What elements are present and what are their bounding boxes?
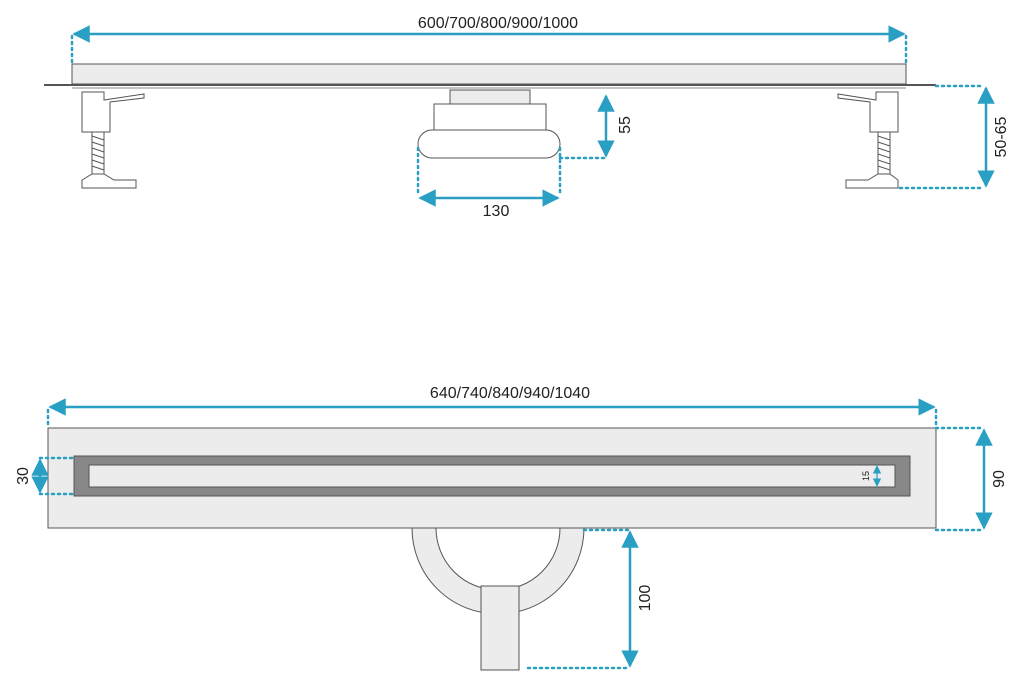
right-leveling-leg: [837, 91, 899, 189]
leg-height-label: 50-65: [993, 116, 1010, 157]
side-outlet: [417, 89, 561, 159]
side-view: 600/700/800/900/1000 130: [44, 15, 1010, 220]
slot-width-label: 15: [861, 471, 871, 481]
outlet-depth-label: 100: [637, 585, 654, 612]
outlet-height-label: 55: [617, 116, 634, 134]
left-leveling-leg: [81, 91, 145, 189]
outlet-width-label: 130: [483, 203, 510, 220]
drain-slot: [88, 464, 896, 488]
plan-outlet: [411, 527, 585, 671]
plan-length-label: 640/740/840/940/1040: [430, 385, 590, 402]
channel-body: [71, 63, 907, 85]
total-width-label: 90: [991, 470, 1008, 488]
channel-width-label: 30: [15, 467, 32, 485]
plan-view: 640/740/840/940/1040 30 15 90 100: [15, 385, 1008, 671]
side-length-label: 600/700/800/900/1000: [418, 15, 578, 32]
